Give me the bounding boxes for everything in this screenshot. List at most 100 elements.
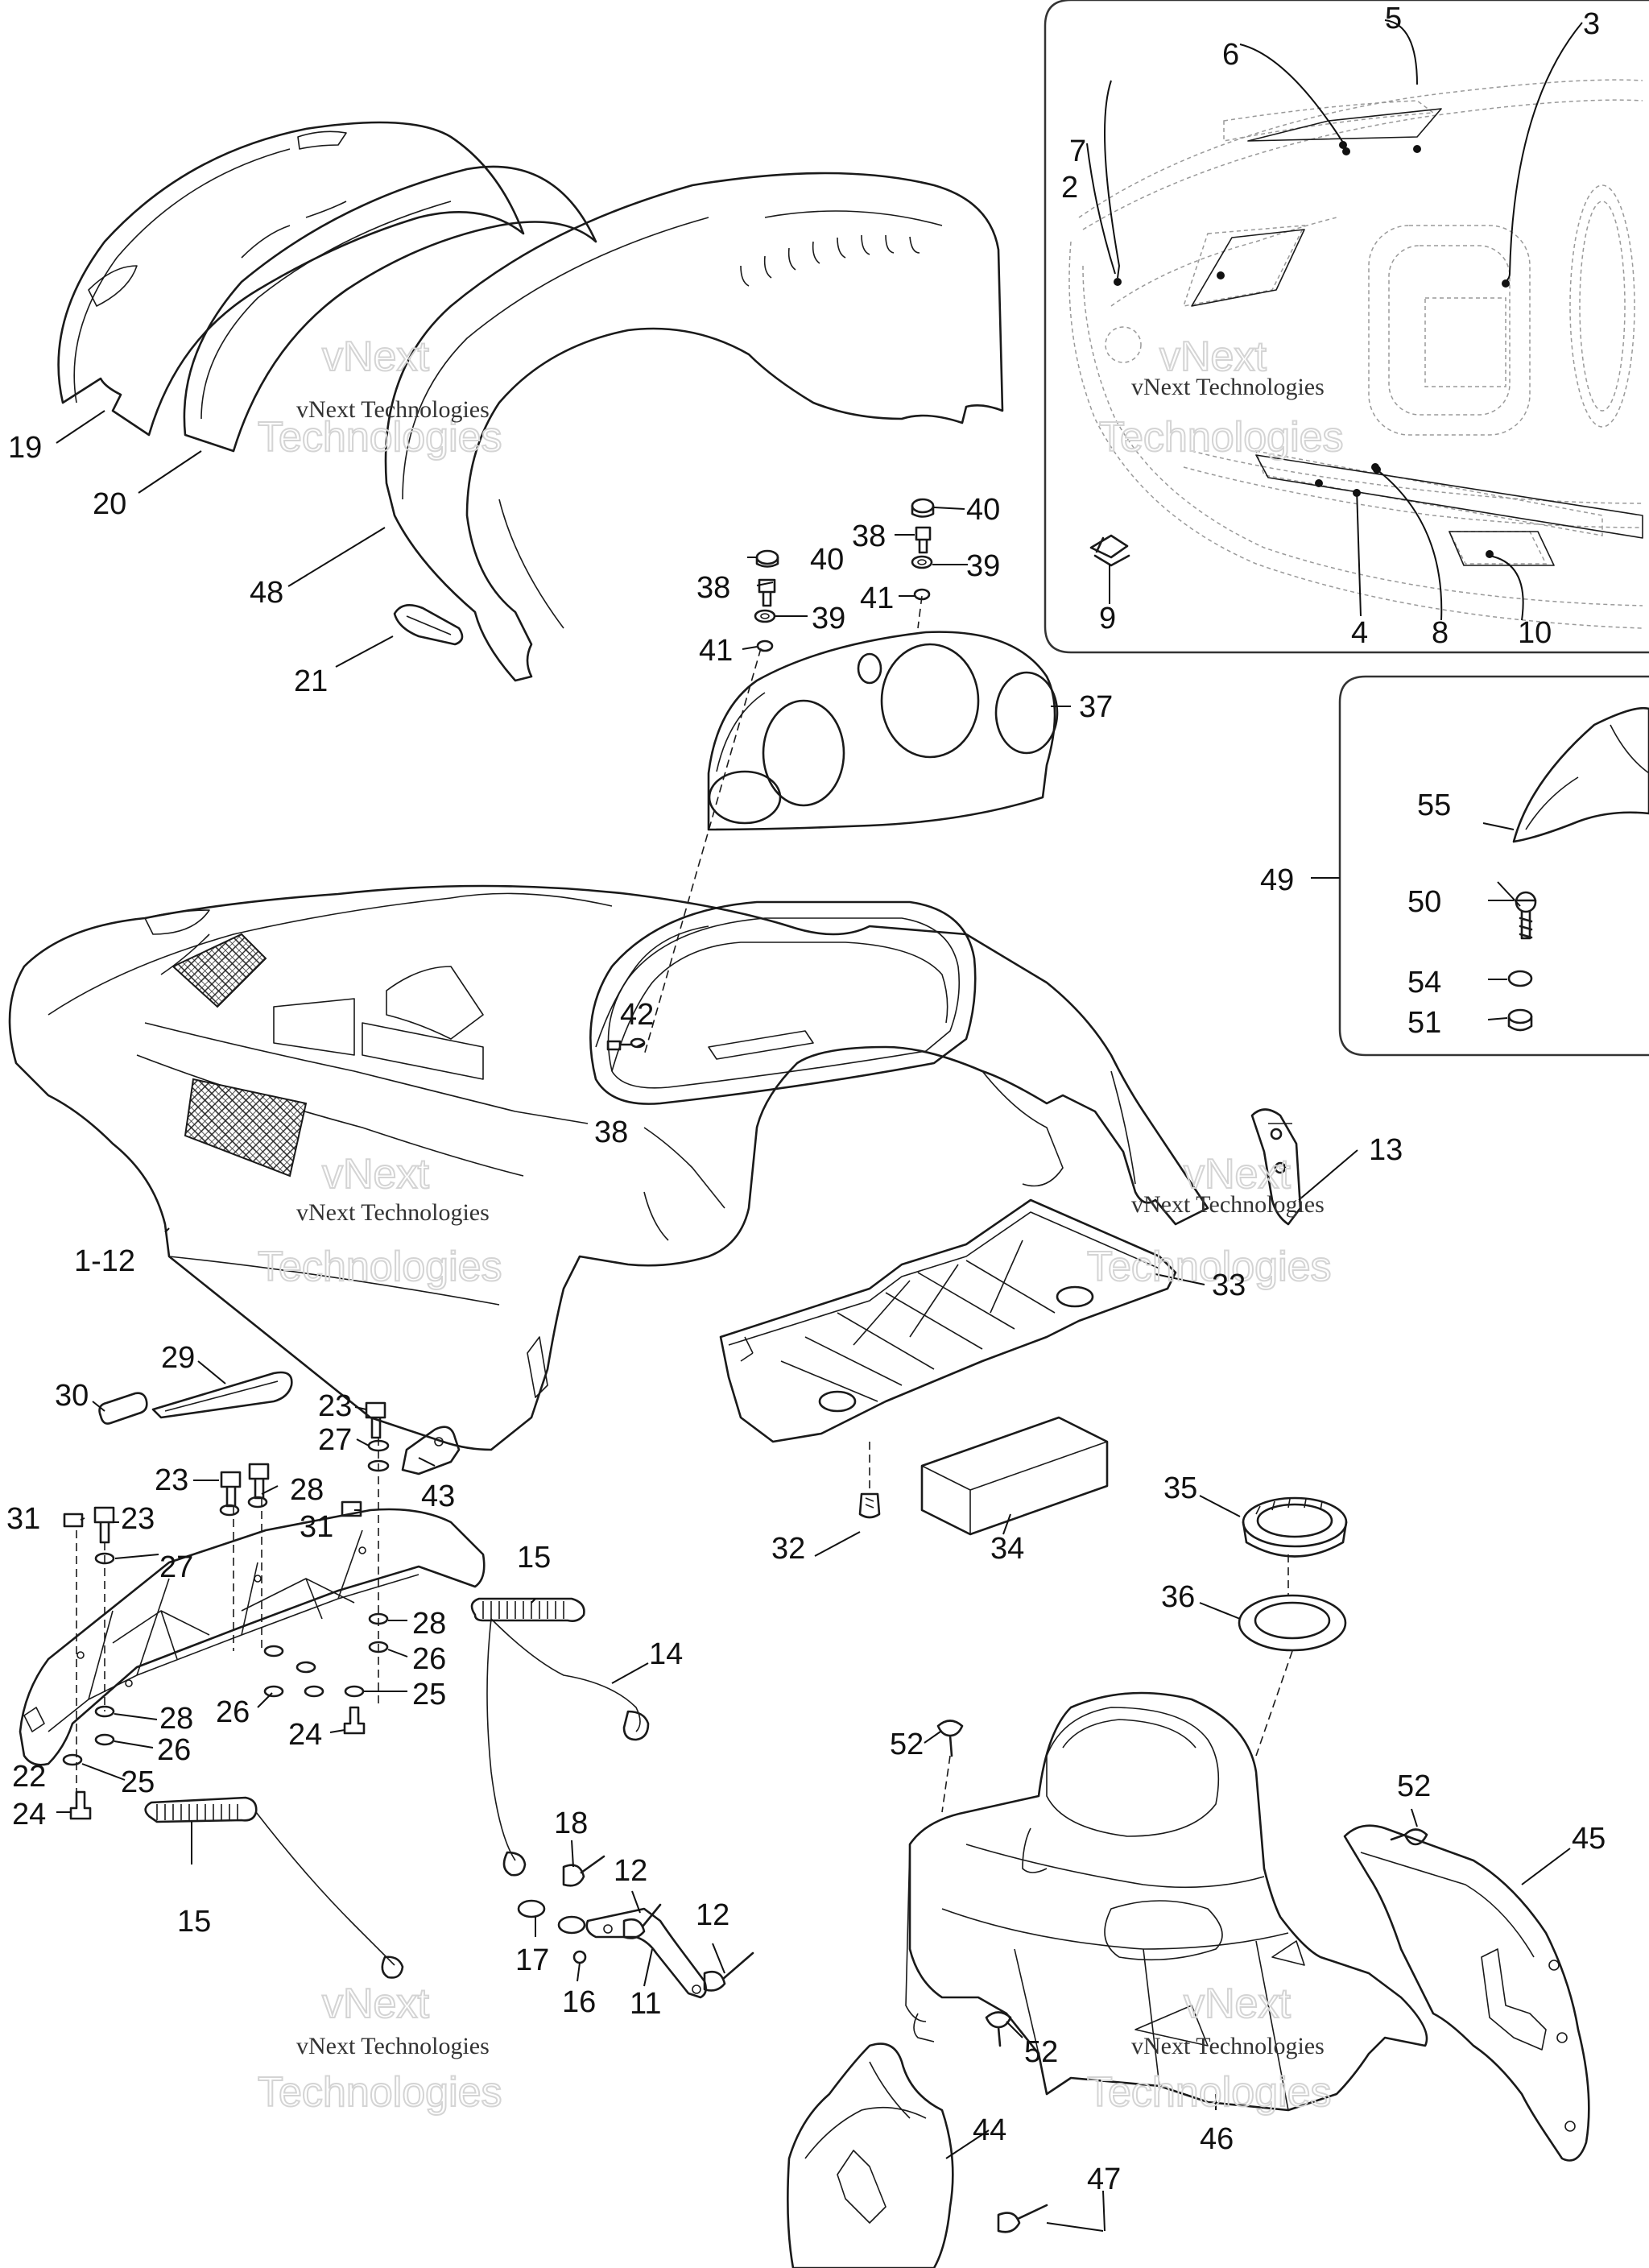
callout-33: 33 bbox=[1212, 1269, 1246, 1302]
side-panel-44 bbox=[787, 2042, 954, 2268]
callout-19: 19 bbox=[8, 431, 42, 465]
svg-text:vNext Technologies: vNext Technologies bbox=[296, 396, 490, 423]
callout-55: 55 bbox=[1417, 788, 1451, 822]
ball-16 bbox=[572, 1950, 587, 1964]
callout-3: 3 bbox=[1583, 7, 1600, 41]
instrument-bezel-37 bbox=[707, 631, 1059, 831]
callout-31b: 31 bbox=[300, 1510, 333, 1544]
callout-30: 30 bbox=[55, 1379, 89, 1413]
cable-14-loop bbox=[502, 1851, 527, 1877]
callout-22: 22 bbox=[12, 1760, 46, 1794]
callout-23a: 23 bbox=[318, 1389, 352, 1423]
svg-text:vNext: vNext bbox=[322, 1980, 429, 2027]
callout-20: 20 bbox=[93, 487, 126, 521]
callout-7: 7 bbox=[1069, 135, 1086, 168]
oring-17 bbox=[517, 1899, 586, 1935]
gauge-opening bbox=[589, 900, 977, 1105]
callout-45: 45 bbox=[1572, 1822, 1606, 1856]
support-bracket-22 bbox=[19, 1508, 486, 1766]
callout-26a: 26 bbox=[412, 1642, 446, 1676]
watermark-6: vNext Technologies vNext Technologies bbox=[1086, 1980, 1333, 2117]
callout-9: 9 bbox=[1099, 602, 1116, 635]
watermark-1: vNext Technologies vNext Technologies bbox=[257, 333, 503, 461]
callout-5: 5 bbox=[1385, 2, 1402, 35]
tray-33 bbox=[719, 1198, 1177, 1443]
watermark-5: vNext Technologies vNext Technologies bbox=[257, 1980, 503, 2117]
callout-51: 51 bbox=[1407, 1006, 1441, 1040]
callout-52a: 52 bbox=[890, 1728, 924, 1761]
svg-text:Technologies: Technologies bbox=[1087, 2069, 1332, 2116]
svg-text:vNext: vNext bbox=[1184, 1980, 1291, 2027]
nuts-31 bbox=[63, 1500, 362, 1528]
callout-41b: 41 bbox=[860, 581, 894, 615]
rivet-47 bbox=[997, 2204, 1048, 2233]
callout-52b: 52 bbox=[1024, 2035, 1058, 2069]
clip-9 bbox=[1089, 534, 1130, 567]
callout-13: 13 bbox=[1369, 1133, 1403, 1167]
callout-29: 29 bbox=[161, 1341, 195, 1375]
watermark-2: vNext Technologies vNext Technologies bbox=[1098, 333, 1345, 461]
rivets-12 bbox=[622, 1903, 754, 1992]
callout-23c: 23 bbox=[121, 1502, 155, 1536]
cable-15-end bbox=[381, 1956, 404, 1979]
svg-text:Technologies: Technologies bbox=[1087, 1244, 1332, 1290]
hood-1-12 bbox=[8, 884, 1209, 1451]
svg-text:vNext: vNext bbox=[322, 333, 429, 380]
svg-text:Technologies: Technologies bbox=[258, 1244, 502, 1290]
cable-14-end bbox=[622, 1710, 650, 1741]
svg-text:vNext: vNext bbox=[1159, 333, 1267, 380]
svg-text:vNext: vNext bbox=[322, 1151, 429, 1198]
side-panel-45 bbox=[1343, 1824, 1590, 2162]
clip-29 bbox=[151, 1371, 293, 1419]
bracket-13 bbox=[1250, 1108, 1302, 1226]
callout-26b: 26 bbox=[216, 1695, 250, 1729]
callout-26c: 26 bbox=[157, 1733, 191, 1767]
decal-hood-outline bbox=[1068, 79, 1643, 629]
svg-text:vNext Technologies: vNext Technologies bbox=[1131, 2033, 1325, 2059]
screw-32 bbox=[858, 1492, 881, 1519]
decal-10-shape bbox=[1449, 531, 1555, 566]
callout-15a: 15 bbox=[517, 1541, 551, 1575]
callout-1-12: 1-12 bbox=[74, 1244, 135, 1278]
panel-19 bbox=[57, 121, 525, 437]
callout-28c: 28 bbox=[159, 1702, 193, 1736]
callout-16: 16 bbox=[562, 1985, 596, 2019]
hardware-set-left bbox=[754, 549, 779, 652]
callout-38a: 38 bbox=[696, 571, 730, 605]
callout-28b: 28 bbox=[412, 1607, 446, 1641]
svg-text:vNext: vNext bbox=[1184, 1151, 1291, 1198]
callout-11: 11 bbox=[630, 1987, 661, 2021]
nut-51 bbox=[1507, 1008, 1533, 1032]
leader-dots bbox=[1114, 141, 1510, 558]
decal-4-shape bbox=[1255, 454, 1643, 539]
callout-38c: 38 bbox=[594, 1115, 628, 1149]
callout-14: 14 bbox=[649, 1637, 683, 1671]
callout-50: 50 bbox=[1407, 885, 1441, 919]
cable-14 bbox=[486, 1618, 641, 1861]
mirror-kit-detail-panel bbox=[1338, 675, 1649, 1057]
rivet-18 bbox=[562, 1855, 605, 1887]
watermark-4: vNext Technologies vNext Technologies bbox=[1086, 1150, 1333, 1291]
callout-12a: 12 bbox=[614, 1854, 647, 1888]
callout-49: 49 bbox=[1260, 863, 1294, 897]
callout-24a: 24 bbox=[288, 1718, 322, 1752]
callout-47: 47 bbox=[1087, 2162, 1121, 2196]
callout-40a: 40 bbox=[810, 543, 844, 577]
decal-detail-panel bbox=[1044, 0, 1649, 654]
svg-text:Technologies: Technologies bbox=[258, 414, 502, 461]
panel-20 bbox=[183, 165, 597, 453]
svg-text:vNext Technologies: vNext Technologies bbox=[1131, 1191, 1325, 1218]
callout-34: 34 bbox=[990, 1532, 1024, 1566]
callout-32: 32 bbox=[771, 1532, 805, 1566]
callout-40b: 40 bbox=[966, 493, 1000, 527]
panel-48 bbox=[384, 172, 1004, 682]
svg-text:vNext Technologies: vNext Technologies bbox=[296, 1199, 490, 1226]
callout-24b: 24 bbox=[12, 1798, 46, 1831]
callout-31a: 31 bbox=[6, 1502, 40, 1536]
callout-6: 6 bbox=[1222, 38, 1239, 72]
callout-12b: 12 bbox=[696, 1898, 729, 1932]
callout-36: 36 bbox=[1161, 1580, 1195, 1614]
spring-15-upper bbox=[470, 1597, 585, 1622]
callout-39b: 39 bbox=[966, 549, 1000, 583]
